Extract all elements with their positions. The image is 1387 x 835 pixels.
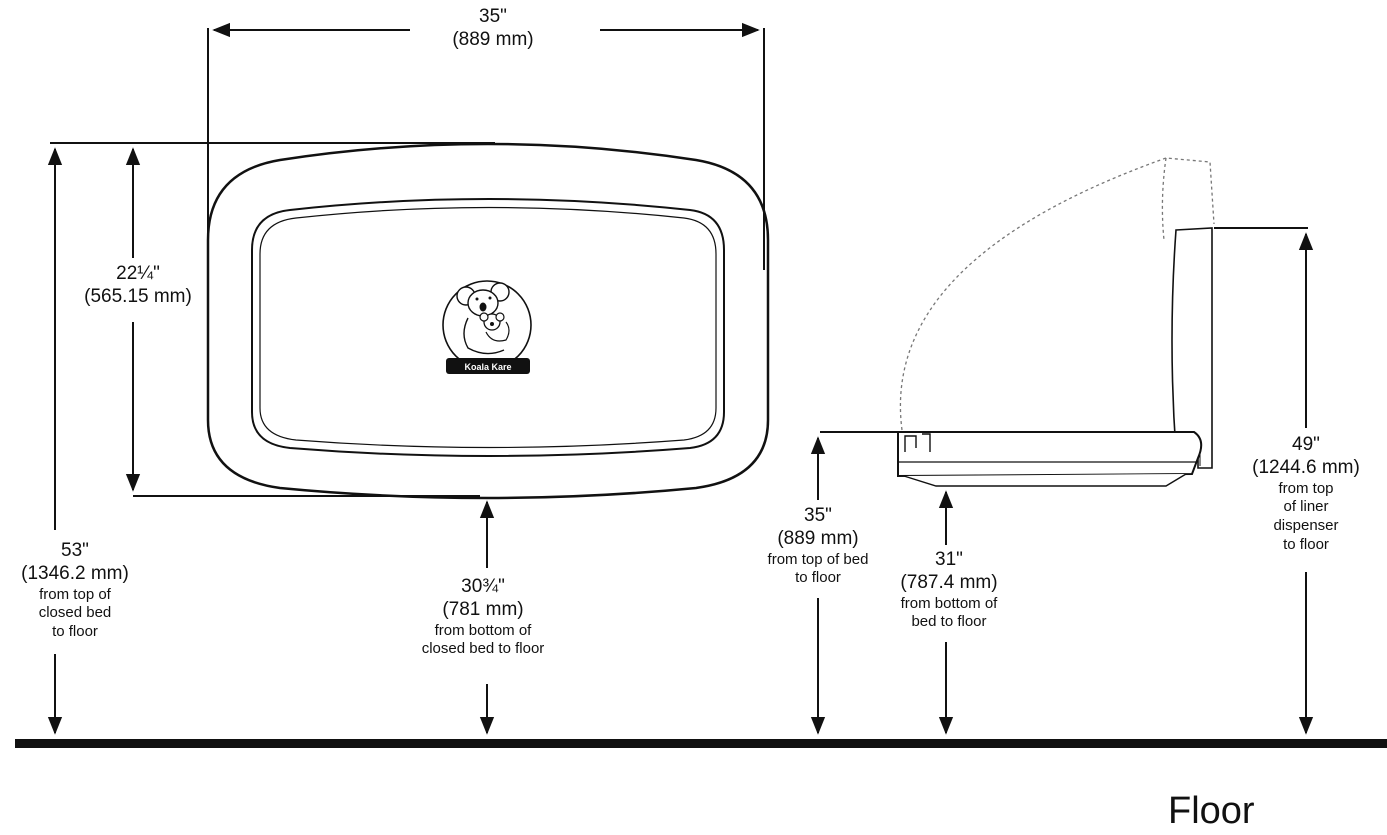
side-bed-bottom <box>903 473 1187 487</box>
height-imperial: 22¼" <box>116 263 160 284</box>
floor-line <box>15 739 1387 748</box>
width-label: 35" (889 mm) <box>433 6 553 52</box>
bed-top-note-2: to floor <box>795 569 841 587</box>
top-to-floor-label: 53" (1346.2 mm) from top of closed bed t… <box>2 540 148 642</box>
bed-top-metric: (889 mm) <box>777 527 859 549</box>
bed-bottom-metric: (787.4 mm) <box>900 571 998 593</box>
top-to-floor-note-3: to floor <box>52 623 98 641</box>
top-to-floor-note-2: closed bed <box>38 604 112 622</box>
bed-bottom-label: 31" (787.4 mm) from bottom of bed to flo… <box>884 549 1014 632</box>
bed-top-label: 35" (889 mm) from top of bed to floor <box>752 505 884 588</box>
strap-clip-icon <box>904 433 931 452</box>
brand-badge <box>446 358 530 374</box>
swing-arc <box>899 157 1215 431</box>
bottom-to-floor-note-1: from bottom of <box>434 621 532 639</box>
bed-top-note-1: from top of bed <box>767 550 869 568</box>
bed-bottom-note-2: bed to floor <box>911 613 987 631</box>
brand-badge-text: Koala Kare <box>464 362 511 372</box>
liner-imperial: 49" <box>1292 434 1320 455</box>
bottom-to-floor-note-2: closed bed to floor <box>421 640 545 658</box>
front-inner-panel-edge <box>259 206 717 449</box>
side-view <box>810 157 1314 735</box>
front-view: Koala Kare <box>47 22 770 735</box>
liner-note-2: of liner <box>1283 498 1329 516</box>
liner-label: 49" (1244.6 mm) from top of liner dispen… <box>1236 434 1376 555</box>
bottom-to-floor-imperial: 30¾" <box>461 576 505 597</box>
liner-note-3: dispenser <box>1273 517 1339 535</box>
swing-arc-inner <box>1161 157 1167 241</box>
top-to-floor-metric: (1346.2 mm) <box>21 562 129 584</box>
bottom-to-floor-metric: (781 mm) <box>442 598 524 620</box>
liner-note-1: from top <box>1278 479 1334 497</box>
bed-bottom-note-1: from bottom of <box>900 594 998 612</box>
bottom-to-floor-label: 30¾" (781 mm) from bottom of closed bed … <box>395 576 571 659</box>
width-metric: (889 mm) <box>452 28 534 50</box>
side-bed <box>897 431 1203 478</box>
floor-label: Floor <box>1168 790 1255 832</box>
height-metric: (565.15 mm) <box>84 285 192 307</box>
top-to-floor-imperial: 53" <box>61 540 89 561</box>
liner-metric: (1244.6 mm) <box>1252 456 1360 478</box>
bed-bottom-imperial: 31" <box>935 549 963 570</box>
height-label: 22¼" (565.15 mm) <box>68 263 208 309</box>
top-to-floor-note-1: from top of <box>39 585 111 603</box>
koala-kare-logo: Koala Kare <box>442 280 532 374</box>
bed-top-imperial: 35" <box>804 505 832 526</box>
width-imperial: 35" <box>479 6 507 27</box>
liner-note-4: to floor <box>1283 535 1329 553</box>
